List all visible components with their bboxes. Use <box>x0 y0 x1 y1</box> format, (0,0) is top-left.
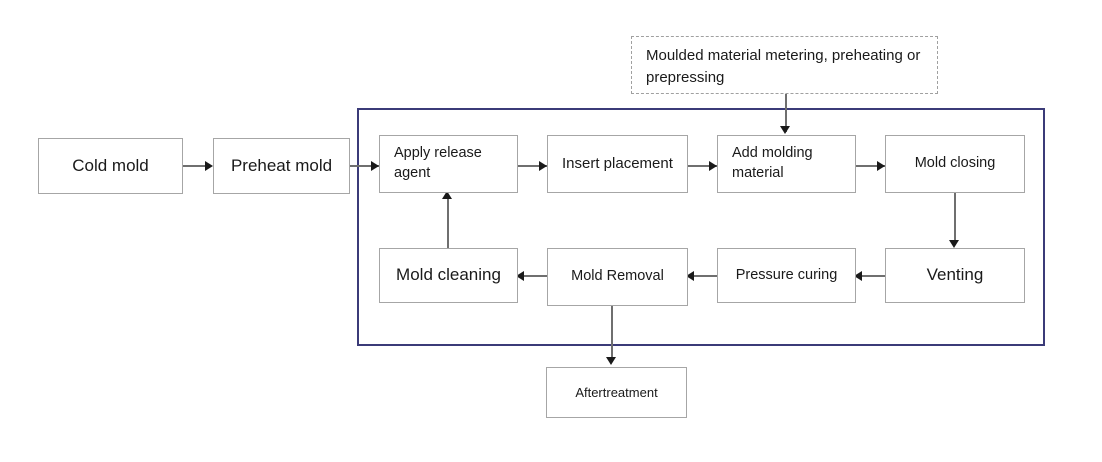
connector-cold-to-preheat <box>183 165 209 167</box>
arrowhead-cleaning-to-release <box>442 191 452 199</box>
arrowhead-preheat-to-release <box>371 161 379 171</box>
connector-insert-to-add-material <box>688 165 718 167</box>
node-add-molding-material-label: Add molding material <box>732 145 813 181</box>
node-aftertreatment-label: Aftertreatment <box>575 384 658 400</box>
connector-curing-to-removal <box>689 275 718 277</box>
connector-removal-to-aftertreatment <box>611 306 613 362</box>
node-insert-placement[interactable]: Insert placement <box>547 135 688 193</box>
node-preheat-mold-label: Preheat mold <box>230 155 333 175</box>
node-pressure-curing[interactable]: Pressure curing <box>717 248 856 303</box>
node-cold-mold-label: Cold mold <box>72 155 149 175</box>
node-pressure-curing-label: Pressure curing <box>735 266 838 283</box>
node-mold-closing[interactable]: Mold closing <box>885 135 1025 193</box>
connector-cleaning-to-release <box>447 197 449 248</box>
node-mold-cleaning[interactable]: Mold cleaning <box>379 248 518 303</box>
arrowhead-removal-to-aftertreatment <box>606 357 616 365</box>
node-cold-mold[interactable]: Cold mold <box>38 138 183 194</box>
node-venting[interactable]: Venting <box>885 248 1025 303</box>
arrowhead-venting-to-curing <box>854 271 862 281</box>
connector-removal-to-cleaning <box>519 275 548 277</box>
node-apply-release-agent-label: Apply release agent <box>394 145 482 181</box>
node-mold-removal-label: Mold Removal <box>571 268 664 285</box>
connector-preheat-to-release <box>350 165 380 167</box>
connector-note-to-add-material <box>785 94 787 132</box>
node-mold-closing-label: Mold closing <box>914 155 996 172</box>
node-venting-label: Venting <box>926 265 984 285</box>
arrowhead-release-to-insert <box>539 161 547 171</box>
node-aftertreatment[interactable]: Aftertreatment <box>546 367 687 418</box>
node-mold-removal[interactable]: Mold Removal <box>547 248 688 306</box>
node-apply-release-agent[interactable]: Apply release agent <box>379 135 518 193</box>
connector-release-to-insert <box>518 165 548 167</box>
node-insert-placement-label: Insert placement <box>562 154 673 172</box>
arrowhead-note-to-add-material <box>780 126 790 134</box>
node-preheat-mold[interactable]: Preheat mold <box>213 138 350 194</box>
node-mold-cleaning-label: Mold cleaning <box>396 265 501 285</box>
arrowhead-curing-to-removal <box>686 271 694 281</box>
arrowhead-add-material-to-closing <box>877 161 885 171</box>
moulded-material-note: Moulded material metering, preheating or… <box>631 36 938 94</box>
moulded-material-note-label: Moulded material metering, preheating or… <box>646 47 921 86</box>
arrowhead-removal-to-cleaning <box>516 271 524 281</box>
molding-cycle-group-frame <box>357 108 1045 346</box>
arrowhead-closing-to-venting <box>949 240 959 248</box>
node-add-molding-material[interactable]: Add molding material <box>717 135 856 193</box>
arrowhead-cold-to-preheat <box>205 161 213 171</box>
connector-closing-to-venting <box>954 193 956 245</box>
connector-venting-to-curing <box>857 275 886 277</box>
connector-add-material-to-closing <box>856 165 886 167</box>
arrowhead-insert-to-add-material <box>709 161 717 171</box>
